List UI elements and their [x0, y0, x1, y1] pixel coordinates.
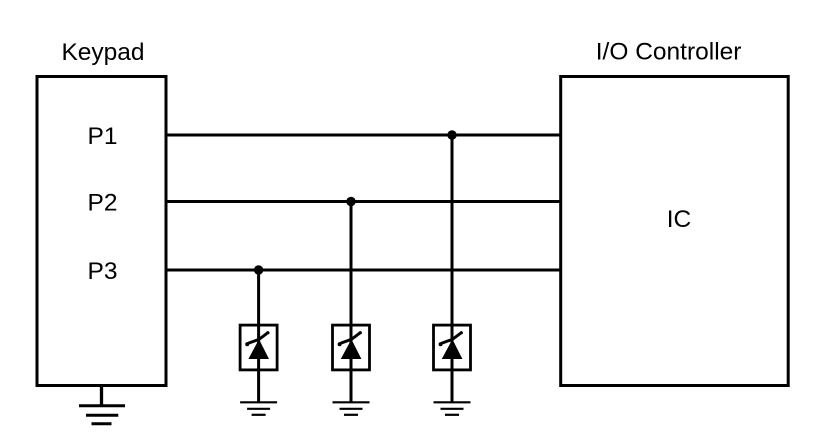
svg-text:P2: P2: [88, 189, 118, 216]
svg-text:I/O Controller: I/O Controller: [596, 39, 742, 66]
svg-text:P3: P3: [88, 258, 118, 285]
svg-text:Keypad: Keypad: [61, 39, 144, 66]
svg-text:IC: IC: [667, 206, 692, 233]
svg-text:P1: P1: [88, 123, 118, 150]
